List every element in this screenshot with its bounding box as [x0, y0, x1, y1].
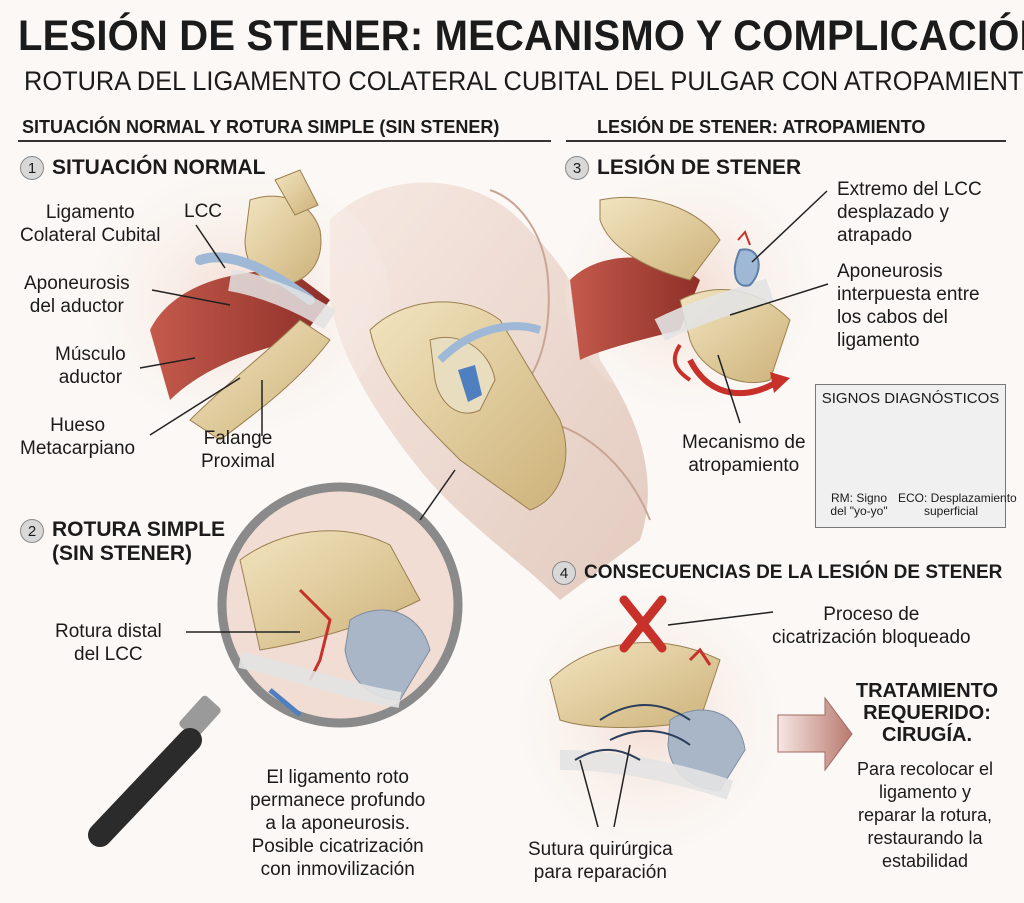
label-mecanismo-atropamiento: Mecanismo de atropamiento	[682, 432, 806, 476]
panel2-number: 2	[20, 519, 44, 543]
rm-caption: RM: Signo del "yo-yo"	[830, 491, 888, 518]
label-aponeurosis-aductor: Aponeurosis del aductor	[24, 273, 130, 317]
panel4-heading: 4 CONSECUENCIAS DE LA LESIÓN DE STENER	[552, 561, 1002, 585]
panel1-title: SITUACIÓN NORMAL	[52, 156, 266, 179]
panel3-heading: 3 LESIÓN DE STENER	[565, 156, 801, 180]
page-title: LESIÓN DE STENER: MECANISMO Y COMPLICACI…	[18, 12, 1024, 60]
label-hueso-metacarpiano: Hueso Metacarpiano	[20, 415, 136, 459]
leader-lines	[139, 190, 829, 828]
normal-joint-illustration	[90, 169, 390, 441]
label-extremo-lcc: Extremo del LCC desplazado y atrapado	[837, 179, 982, 246]
label-proceso-cicatrizacion: Proceso de cicatrización bloqueado	[772, 604, 971, 648]
treatment-arrow-icon	[777, 696, 853, 772]
magnifier-illustration	[88, 482, 463, 847]
page-subtitle: ROTURA DEL LIGAMENTO COLATERAL CUBITAL D…	[24, 66, 1024, 96]
surgical-repair-illustration	[520, 590, 780, 850]
section-heading-right: LESIÓN DE STENER: ATROPAMIENTO	[597, 117, 926, 137]
panel4-number: 4	[552, 561, 576, 585]
treatment-title: TRATAMIENTO REQUERIDO: CIRUGÍA.	[855, 680, 999, 746]
label-ligamento-colateral: Ligamento Colateral Cubital	[20, 202, 161, 246]
label-ligamento-roto-nota: El ligamento roto permanece profundo a l…	[250, 767, 426, 880]
label-rotura-distal: Rotura distal del LCC	[55, 621, 162, 665]
panel4-title: CONSECUENCIAS DE LA LESIÓN DE STENER	[584, 562, 1003, 583]
section-heading-left: SITUACIÓN NORMAL Y ROTURA SIMPLE (SIN ST…	[22, 117, 500, 137]
label-falange-proximal: Falange Proximal	[201, 428, 275, 472]
section-rule-left	[18, 140, 551, 142]
thumb-joint-illustration	[369, 301, 567, 511]
stener-lesion-illustration	[565, 170, 815, 410]
panel2-title: ROTURA SIMPLE (SIN STENER)	[52, 518, 226, 565]
label-lcc: LCC	[184, 201, 223, 222]
panel3-title: LESIÓN DE STENER	[597, 156, 802, 179]
panel1-heading: 1 SITUACIÓN NORMAL	[20, 156, 266, 180]
diagnostic-signs-title: SIGNOS DIAGNÓSTICOS	[821, 390, 1000, 407]
blocked-x-icon	[619, 595, 667, 653]
diagnostic-signs-box: SIGNOS DIAGNÓSTICOS RM: Signo del "yo-yo…	[815, 384, 1017, 528]
treatment-body: Para recolocar el ligamento y reparar la…	[856, 759, 994, 871]
eco-caption: ECO: Desplazamiento superficial	[898, 491, 1017, 518]
label-aponeurosis-interpuesta: Aponeurosis interpuesta entre los cabos …	[837, 261, 980, 351]
panel3-number: 3	[565, 156, 589, 180]
panel2-heading: 2 ROTURA SIMPLE (SIN STENER)	[20, 518, 225, 566]
panel1-number: 1	[20, 156, 44, 180]
label-sutura-quirurgica: Sutura quirúrgica para reparación	[528, 839, 673, 883]
label-musculo-aductor: Músculo aductor	[55, 344, 126, 388]
section-rule-right	[566, 140, 1006, 142]
